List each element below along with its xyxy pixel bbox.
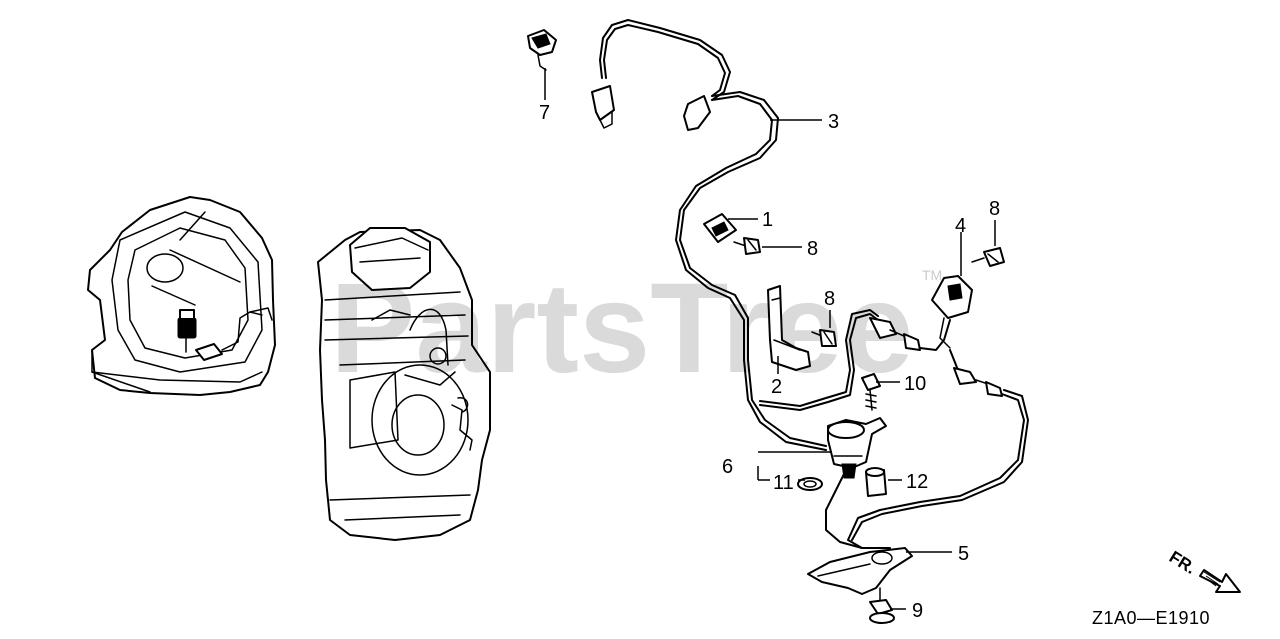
callout-12: 12 — [906, 471, 928, 493]
part-1-clip — [703, 213, 737, 243]
diagram-code: Z1A0—E1910 — [1092, 608, 1210, 628]
callout-5: 5 — [958, 543, 969, 565]
callout-3: 3 — [828, 111, 839, 133]
callout-2: 2 — [771, 376, 782, 398]
part-12-collar — [865, 467, 887, 497]
part-4-bracket — [931, 275, 973, 349]
part-11-o-ring — [797, 477, 823, 491]
callout-10: 10 — [904, 373, 926, 395]
crankcase-illustration — [87, 196, 276, 396]
callout-9: 9 — [912, 600, 923, 622]
arrow-down-right-icon — [1199, 569, 1241, 593]
part-5-plate — [807, 547, 913, 595]
part-9-bolt — [869, 587, 895, 624]
part-6-solenoid — [827, 417, 887, 479]
part-10-bolt — [861, 373, 881, 411]
front-label: FR. — [1166, 547, 1199, 578]
part-8-bolt-b — [811, 329, 837, 347]
lower-wire-run — [825, 349, 1029, 549]
front-direction-indicator: FR. — [1166, 547, 1241, 593]
part-3-wire-harness — [591, 19, 951, 451]
callout-8-a: 8 — [807, 238, 818, 260]
part-8-bolt-a — [733, 237, 761, 255]
callout-6: 6 — [722, 456, 733, 478]
callout-8-c: 8 — [989, 198, 1000, 220]
engine-block-illustration — [317, 227, 491, 541]
callout-7: 7 — [539, 102, 550, 124]
leader-lines — [544, 68, 996, 610]
part-8-bolt-c — [971, 247, 1005, 267]
callout-11: 11 — [773, 472, 794, 494]
callout-1: 1 — [762, 209, 773, 231]
watermark-mark: TM — [922, 267, 942, 283]
part-2-bracket — [767, 285, 811, 371]
callout-4: 4 — [955, 215, 966, 237]
watermark: PartsTree — [330, 257, 914, 400]
callout-8-b: 8 — [824, 288, 835, 310]
part-7-clip — [527, 29, 557, 71]
